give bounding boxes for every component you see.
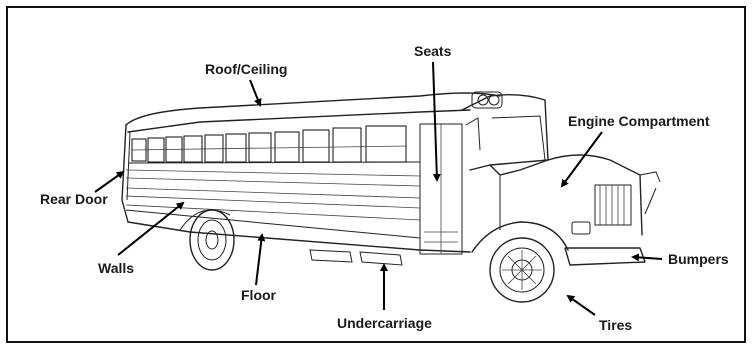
label-seats: Seats [414, 43, 452, 59]
front-wheel [490, 238, 554, 302]
bumpers-arrow [633, 257, 662, 259]
label-arrows [95, 62, 662, 315]
label-undercarriage: Undercarriage [337, 315, 432, 331]
tires-arrow [568, 296, 595, 315]
label-floor: Floor [241, 287, 277, 303]
floor-arrow [256, 235, 262, 285]
label-roof-ceiling: Roof/Ceiling [205, 61, 287, 77]
label-engine-compartment: Engine Compartment [568, 113, 710, 129]
seats-arrow [433, 62, 437, 180]
label-tires: Tires [599, 317, 632, 333]
side-windows [132, 126, 406, 162]
rear-door-arrow [95, 172, 123, 192]
label-walls: Walls [98, 260, 134, 276]
roof-arrow [250, 80, 260, 105]
label-rear-door: Rear Door [40, 191, 108, 207]
rear-wheel [180, 210, 234, 270]
engine-arrow [562, 132, 602, 186]
label-bumpers: Bumpers [668, 251, 729, 267]
